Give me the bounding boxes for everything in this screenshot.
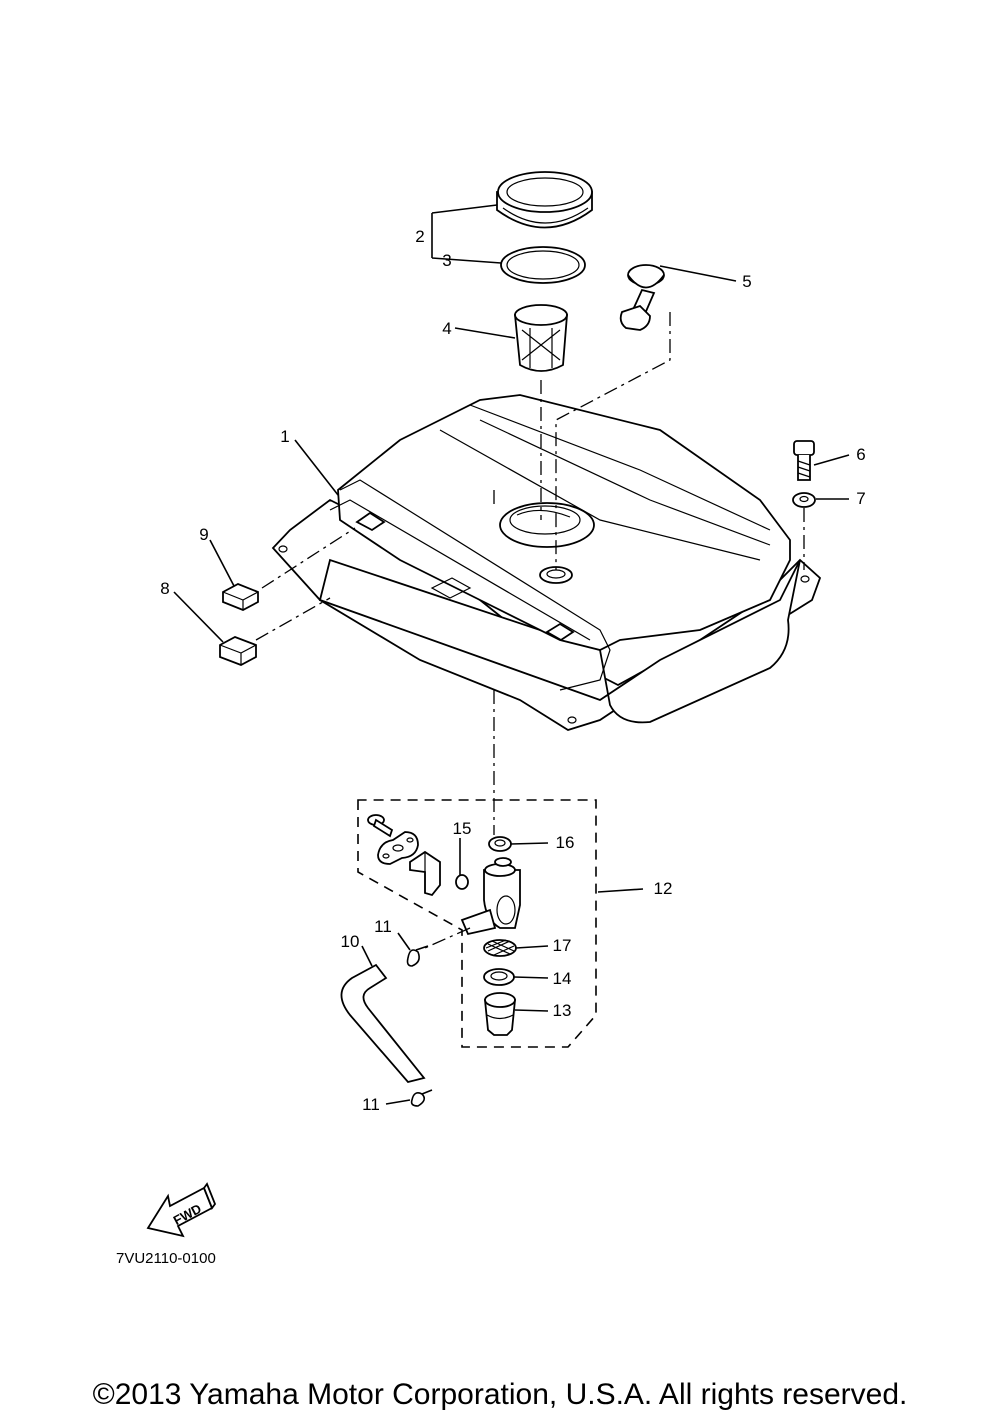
callout-13: 13 — [553, 1001, 572, 1020]
washer[interactable] — [792, 492, 816, 508]
callout-4: 4 — [442, 319, 451, 338]
callout-11-upper: 11 — [374, 917, 392, 936]
fuel-cup[interactable] — [484, 992, 516, 1036]
callout-7: 7 — [856, 489, 865, 508]
callout-9: 9 — [199, 525, 208, 544]
callout-5: 5 — [742, 272, 751, 291]
fuel-cock-lever[interactable] — [409, 850, 441, 897]
fuel-tank[interactable] — [271, 394, 822, 731]
fuel-cock-screw[interactable] — [367, 814, 394, 838]
callout-2: 2 — [415, 227, 424, 246]
fuel-cock-plate[interactable] — [377, 831, 419, 865]
fwd-arrow-icon: FWD — [146, 1182, 217, 1238]
diagram-reference-code: 7VU2110-0100 — [116, 1250, 216, 1267]
cap-gasket[interactable] — [500, 246, 586, 284]
fuel-cock[interactable] — [460, 857, 521, 936]
cock-filter[interactable] — [483, 939, 517, 957]
fuel-cock-assembly-outline — [357, 799, 597, 1048]
hose-clip-upper[interactable] — [406, 945, 429, 967]
callout-6: 6 — [856, 445, 865, 464]
cock-gasket[interactable] — [488, 836, 512, 852]
callout-15: 15 — [453, 819, 472, 838]
fuel-strainer[interactable] — [514, 304, 568, 372]
damper-upper[interactable] — [222, 583, 259, 611]
bolt[interactable] — [793, 440, 815, 481]
callout-3: 3 — [442, 251, 451, 270]
cock-washer[interactable] — [483, 968, 515, 986]
callout-14: 14 — [553, 969, 572, 988]
callout-17: 17 — [553, 936, 572, 955]
callout-11-lower: 11 — [362, 1095, 380, 1114]
fuel-gauge[interactable] — [619, 264, 665, 331]
damper-lower[interactable] — [219, 636, 257, 666]
fuel-cap[interactable] — [496, 171, 593, 229]
callout-12: 12 — [654, 879, 673, 898]
callout-1: 1 — [280, 427, 289, 446]
callout-16: 16 — [556, 833, 575, 852]
callout-10: 10 — [341, 932, 360, 951]
fuel-hose[interactable] — [340, 963, 426, 1084]
hose-clip-lower[interactable] — [410, 1089, 433, 1107]
copyright-notice: ©2013 Yamaha Motor Corporation, U.S.A. A… — [92, 1378, 908, 1411]
o-ring[interactable] — [455, 874, 469, 890]
callout-8: 8 — [160, 579, 169, 598]
